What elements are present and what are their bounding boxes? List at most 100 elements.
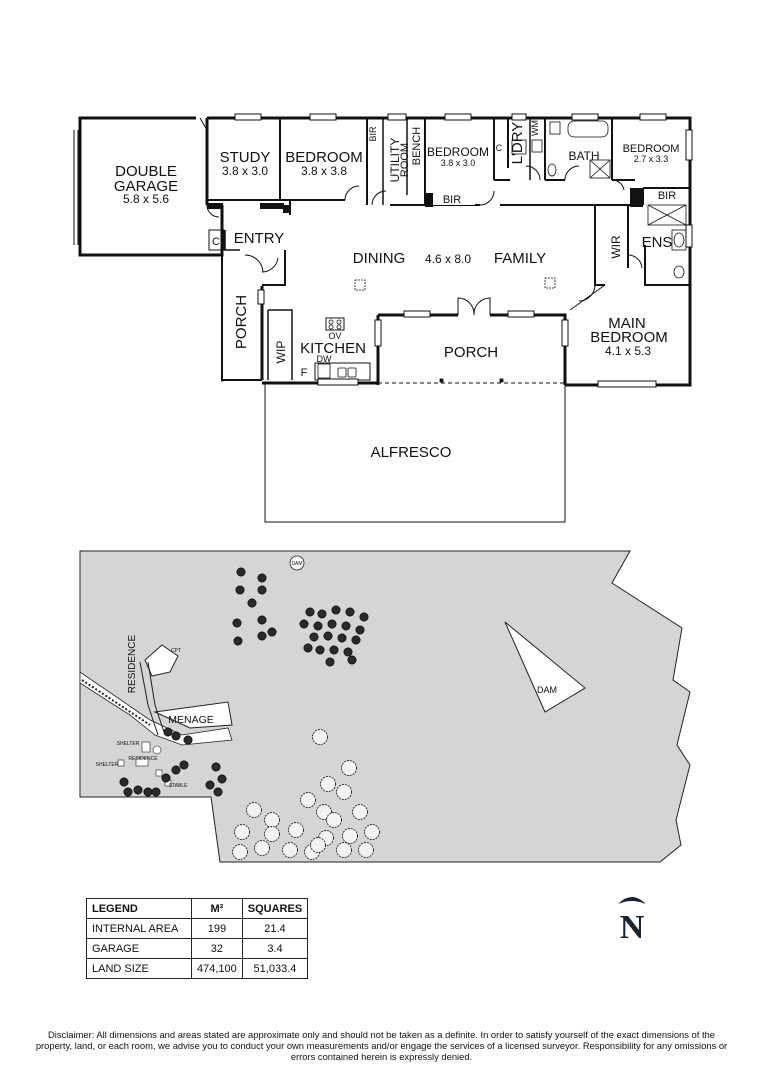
tree-icon — [355, 625, 365, 635]
label-bir-2: BIR — [443, 194, 461, 206]
legend-cell: 199 — [191, 918, 243, 939]
tree-icon — [257, 615, 267, 625]
label-bir-1: BIR — [368, 126, 378, 142]
label-utility-2: ROOM — [399, 143, 411, 177]
trees — [119, 567, 380, 860]
dam-small — [289, 555, 305, 571]
tree-icon — [352, 804, 368, 820]
floor-and-site-plan: DOUBLE GARAGE 5.8 x 5.6 STUDY 3.8 x 3.0 … — [73, 113, 693, 863]
tree-icon — [299, 619, 309, 629]
legend-cell: INTERNAL AREA — [86, 918, 192, 939]
tree-icon — [347, 655, 357, 665]
label-entry: ENTRY — [234, 230, 285, 247]
legend-cell: 3.4 — [241, 938, 309, 959]
tree-icon — [288, 822, 304, 838]
label-kitchen: KITCHEN — [300, 340, 366, 357]
tree-icon — [300, 792, 316, 808]
tree-icon — [233, 636, 243, 646]
label-dw: DW — [317, 354, 332, 364]
tree-icon — [171, 731, 181, 741]
label-porch-side: PORCH — [233, 295, 250, 349]
dim-study: 3.8 x 3.0 — [222, 164, 268, 178]
tree-icon — [305, 607, 315, 617]
tree-icon — [247, 598, 257, 608]
legend-row: LAND SIZE 474,100 51,033.4 — [86, 958, 309, 979]
label-entry-cupboard: C — [212, 236, 220, 248]
legend-cell: 474,100 — [191, 958, 243, 979]
tree-icon — [336, 784, 352, 800]
label-study: STUDY — [220, 149, 271, 166]
tree-icon — [336, 842, 352, 858]
site-plan: DAM DAM RESIDENCE MENAGE SHELTER SHELTER… — [79, 550, 691, 863]
legend-header-legend: LEGEND — [86, 898, 192, 919]
legend-header-m2: M² — [191, 898, 243, 919]
label-shelter-2: SHELTER — [96, 762, 119, 768]
dim-bedroom-3: 3.8 x 3.0 — [441, 158, 476, 168]
tree-icon — [119, 777, 129, 787]
label-bench: BENCH — [411, 127, 423, 166]
legend-cell: GARAGE — [86, 938, 192, 959]
label-fridge: F — [301, 367, 308, 379]
label-family: FAMILY — [494, 250, 546, 267]
tree-icon — [337, 633, 347, 643]
tree-icon — [310, 837, 326, 853]
label-menage: MENAGE — [168, 714, 214, 726]
tree-icon — [217, 774, 227, 784]
tree-icon — [232, 844, 248, 860]
dim-bedroom-4: 2.7 x 3.3 — [634, 154, 669, 164]
tree-icon — [343, 647, 353, 657]
room-labels: DOUBLE GARAGE 5.8 x 5.6 STUDY 3.8 x 3.0 … — [114, 120, 680, 461]
tree-icon — [341, 760, 357, 776]
label-dining: DINING — [353, 250, 406, 267]
tree-icon — [133, 785, 143, 795]
label-alfresco: ALFRESCO — [371, 444, 452, 461]
label-porch-rear: PORCH — [444, 344, 498, 361]
tree-icon — [358, 842, 374, 858]
tree-icon — [341, 621, 351, 631]
label-residence: RESIDENCE — [127, 635, 138, 694]
tree-icon — [327, 619, 337, 629]
tree-icon — [151, 787, 161, 797]
tree-icon — [342, 828, 358, 844]
tree-icon — [264, 826, 280, 842]
tree-icon — [257, 631, 267, 641]
label-wir: WIR — [609, 235, 623, 259]
label-utility-1: UTILITY — [388, 138, 402, 183]
dim-main-bedroom: 4.1 x 5.3 — [605, 344, 651, 358]
tree-icon — [143, 787, 153, 797]
tree-icon — [163, 727, 173, 737]
label-bir-3: BIR — [658, 190, 676, 202]
menage-area — [153, 701, 233, 729]
label-double-garage-1: DOUBLE — [115, 163, 177, 180]
tree-icon — [257, 585, 267, 595]
north-label: N — [619, 909, 645, 946]
legend-row: GARAGE 32 3.4 — [86, 938, 309, 959]
dim-dining-family: 4.6 x 8.0 — [425, 252, 471, 266]
tree-icon — [236, 567, 246, 577]
legend-row: INTERNAL AREA 199 21.4 — [86, 918, 309, 939]
land-parcel — [79, 550, 691, 863]
tree-icon — [317, 609, 327, 619]
tree-icon — [309, 632, 319, 642]
label-cupboard: C — [496, 143, 503, 153]
label-main-bedroom-1: MAIN — [608, 315, 646, 332]
tree-icon — [345, 607, 355, 617]
fixtures — [317, 120, 687, 383]
tree-icon — [123, 787, 133, 797]
legend-cell: 32 — [191, 938, 243, 959]
north-arrow: N — [612, 892, 652, 947]
tree-icon — [183, 735, 193, 745]
label-residence-small: RESIDENCE — [128, 756, 158, 762]
tree-icon — [267, 627, 277, 637]
label-dam-large: DAM — [537, 685, 557, 695]
label-shelter-1: SHELTER — [117, 741, 140, 747]
tree-icon — [325, 657, 335, 667]
windows — [234, 113, 693, 388]
north-arrow-icon — [618, 897, 646, 904]
label-double-garage-2: GARAGE — [114, 178, 178, 195]
dim-bedroom-2: 3.8 x 3.8 — [301, 164, 347, 178]
tree-icon — [213, 787, 223, 797]
label-laundry: L'DRY — [509, 122, 526, 165]
label-wm: WM — [530, 120, 540, 136]
tree-icon — [234, 824, 250, 840]
